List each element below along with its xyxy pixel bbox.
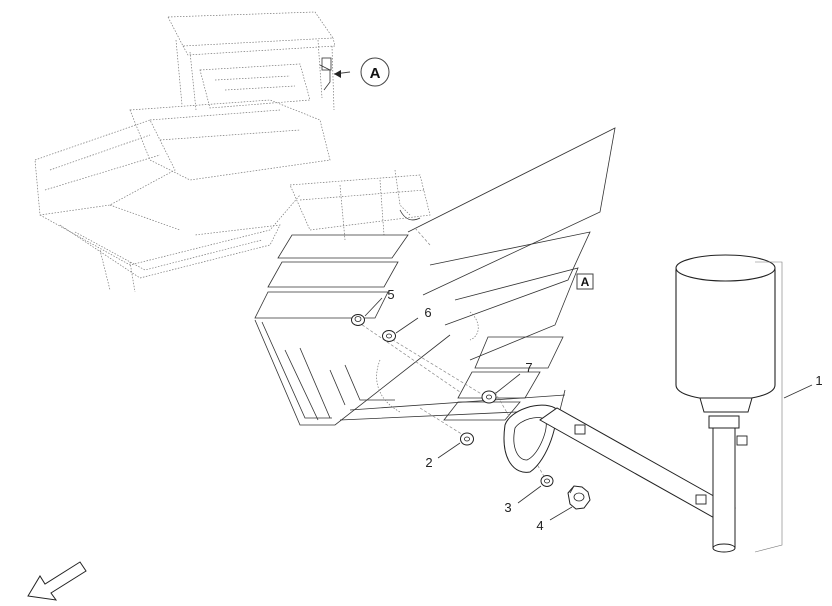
part-3-washer: [540, 475, 554, 487]
control-box-detail: [254, 127, 616, 479]
callout-1: 1: [815, 373, 822, 388]
part-1-beacon-assembly: [503, 254, 783, 553]
callout-6: 6: [424, 305, 431, 320]
part-7-washer: [481, 390, 497, 404]
part-4-star-knob: [567, 485, 591, 510]
detail-reference-label: A: [581, 275, 590, 289]
paver-machine-overview: [34, 11, 431, 293]
detail-reference-a: A: [576, 273, 594, 290]
part-6-washer: [382, 330, 396, 342]
callouts: 5 6 7 2 3 4 1: [364, 287, 823, 533]
callout-7: 7: [525, 360, 532, 375]
part-5-nut: [351, 314, 365, 326]
part-2-washer: [460, 432, 474, 446]
view-reference-label: A: [370, 65, 381, 82]
callout-4: 4: [536, 518, 543, 533]
view-reference-a: A: [333, 57, 390, 87]
callout-3: 3: [504, 500, 511, 515]
callout-5: 5: [387, 287, 394, 302]
callout-2: 2: [425, 455, 432, 470]
direction-arrow-icon: [27, 561, 87, 601]
